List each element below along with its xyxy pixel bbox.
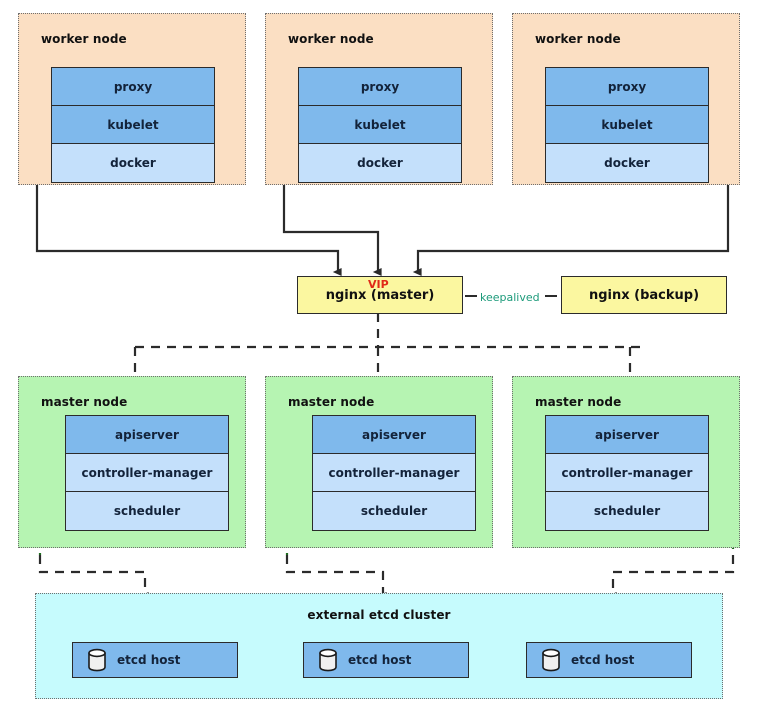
component-docker[interactable]: docker <box>52 144 214 182</box>
component-scheduler[interactable]: scheduler <box>66 492 228 530</box>
component-apiserver[interactable]: apiserver <box>66 416 228 454</box>
master-node-label: master node <box>535 395 622 409</box>
component-kubelet[interactable]: kubelet <box>546 106 708 144</box>
database-cylinder-icon <box>542 648 560 672</box>
worker-node-group-2: worker node proxy kubelet docker <box>265 13 493 185</box>
worker-component-stack-1: proxy kubelet docker <box>51 67 215 183</box>
nginx-master-box[interactable]: nginx (master) <box>297 276 463 314</box>
master-component-stack-1: apiserver controller-manager scheduler <box>65 415 229 531</box>
component-controller-manager[interactable]: controller-manager <box>546 454 708 492</box>
master-node-label: master node <box>41 395 128 409</box>
etcd-host-2[interactable]: etcd host <box>303 642 469 678</box>
database-cylinder-icon <box>319 648 337 672</box>
worker-node-label: worker node <box>535 32 621 46</box>
master-node-group-1: master node apiserver controller-manager… <box>18 376 246 548</box>
component-proxy[interactable]: proxy <box>52 68 214 106</box>
component-proxy[interactable]: proxy <box>546 68 708 106</box>
worker-node-label: worker node <box>41 32 127 46</box>
component-controller-manager[interactable]: controller-manager <box>313 454 475 492</box>
etcd-host-label: etcd host <box>571 653 635 667</box>
worker-node-group-3: worker node proxy kubelet docker <box>512 13 740 185</box>
master-node-group-3: master node apiserver controller-manager… <box>512 376 740 548</box>
keepalived-label: keepalived <box>480 291 540 304</box>
component-scheduler[interactable]: scheduler <box>313 492 475 530</box>
master-node-group-2: master node apiserver controller-manager… <box>265 376 493 548</box>
worker-component-stack-2: proxy kubelet docker <box>298 67 462 183</box>
component-kubelet[interactable]: kubelet <box>299 106 461 144</box>
vip-label: VIP <box>368 278 389 291</box>
etcd-host-label: etcd host <box>117 653 181 667</box>
keepalived-link-line <box>465 295 557 297</box>
database-cylinder-icon <box>88 648 106 672</box>
nginx-backup-box[interactable]: nginx (backup) <box>561 276 727 314</box>
worker-node-group-1: worker node proxy kubelet docker <box>18 13 246 185</box>
worker-node-label: worker node <box>288 32 374 46</box>
component-apiserver[interactable]: apiserver <box>546 416 708 454</box>
etcd-host-label: etcd host <box>348 653 412 667</box>
component-controller-manager[interactable]: controller-manager <box>66 454 228 492</box>
component-apiserver[interactable]: apiserver <box>313 416 475 454</box>
master-node-label: master node <box>288 395 375 409</box>
component-docker[interactable]: docker <box>546 144 708 182</box>
component-proxy[interactable]: proxy <box>299 68 461 106</box>
master-component-stack-2: apiserver controller-manager scheduler <box>312 415 476 531</box>
component-scheduler[interactable]: scheduler <box>546 492 708 530</box>
component-kubelet[interactable]: kubelet <box>52 106 214 144</box>
master-component-stack-3: apiserver controller-manager scheduler <box>545 415 709 531</box>
worker-component-stack-3: proxy kubelet docker <box>545 67 709 183</box>
etcd-cluster-group: external etcd cluster etcd host etcd hos… <box>35 593 723 699</box>
component-docker[interactable]: docker <box>299 144 461 182</box>
etcd-cluster-label: external etcd cluster <box>307 608 451 622</box>
etcd-host-3[interactable]: etcd host <box>526 642 692 678</box>
etcd-host-1[interactable]: etcd host <box>72 642 238 678</box>
